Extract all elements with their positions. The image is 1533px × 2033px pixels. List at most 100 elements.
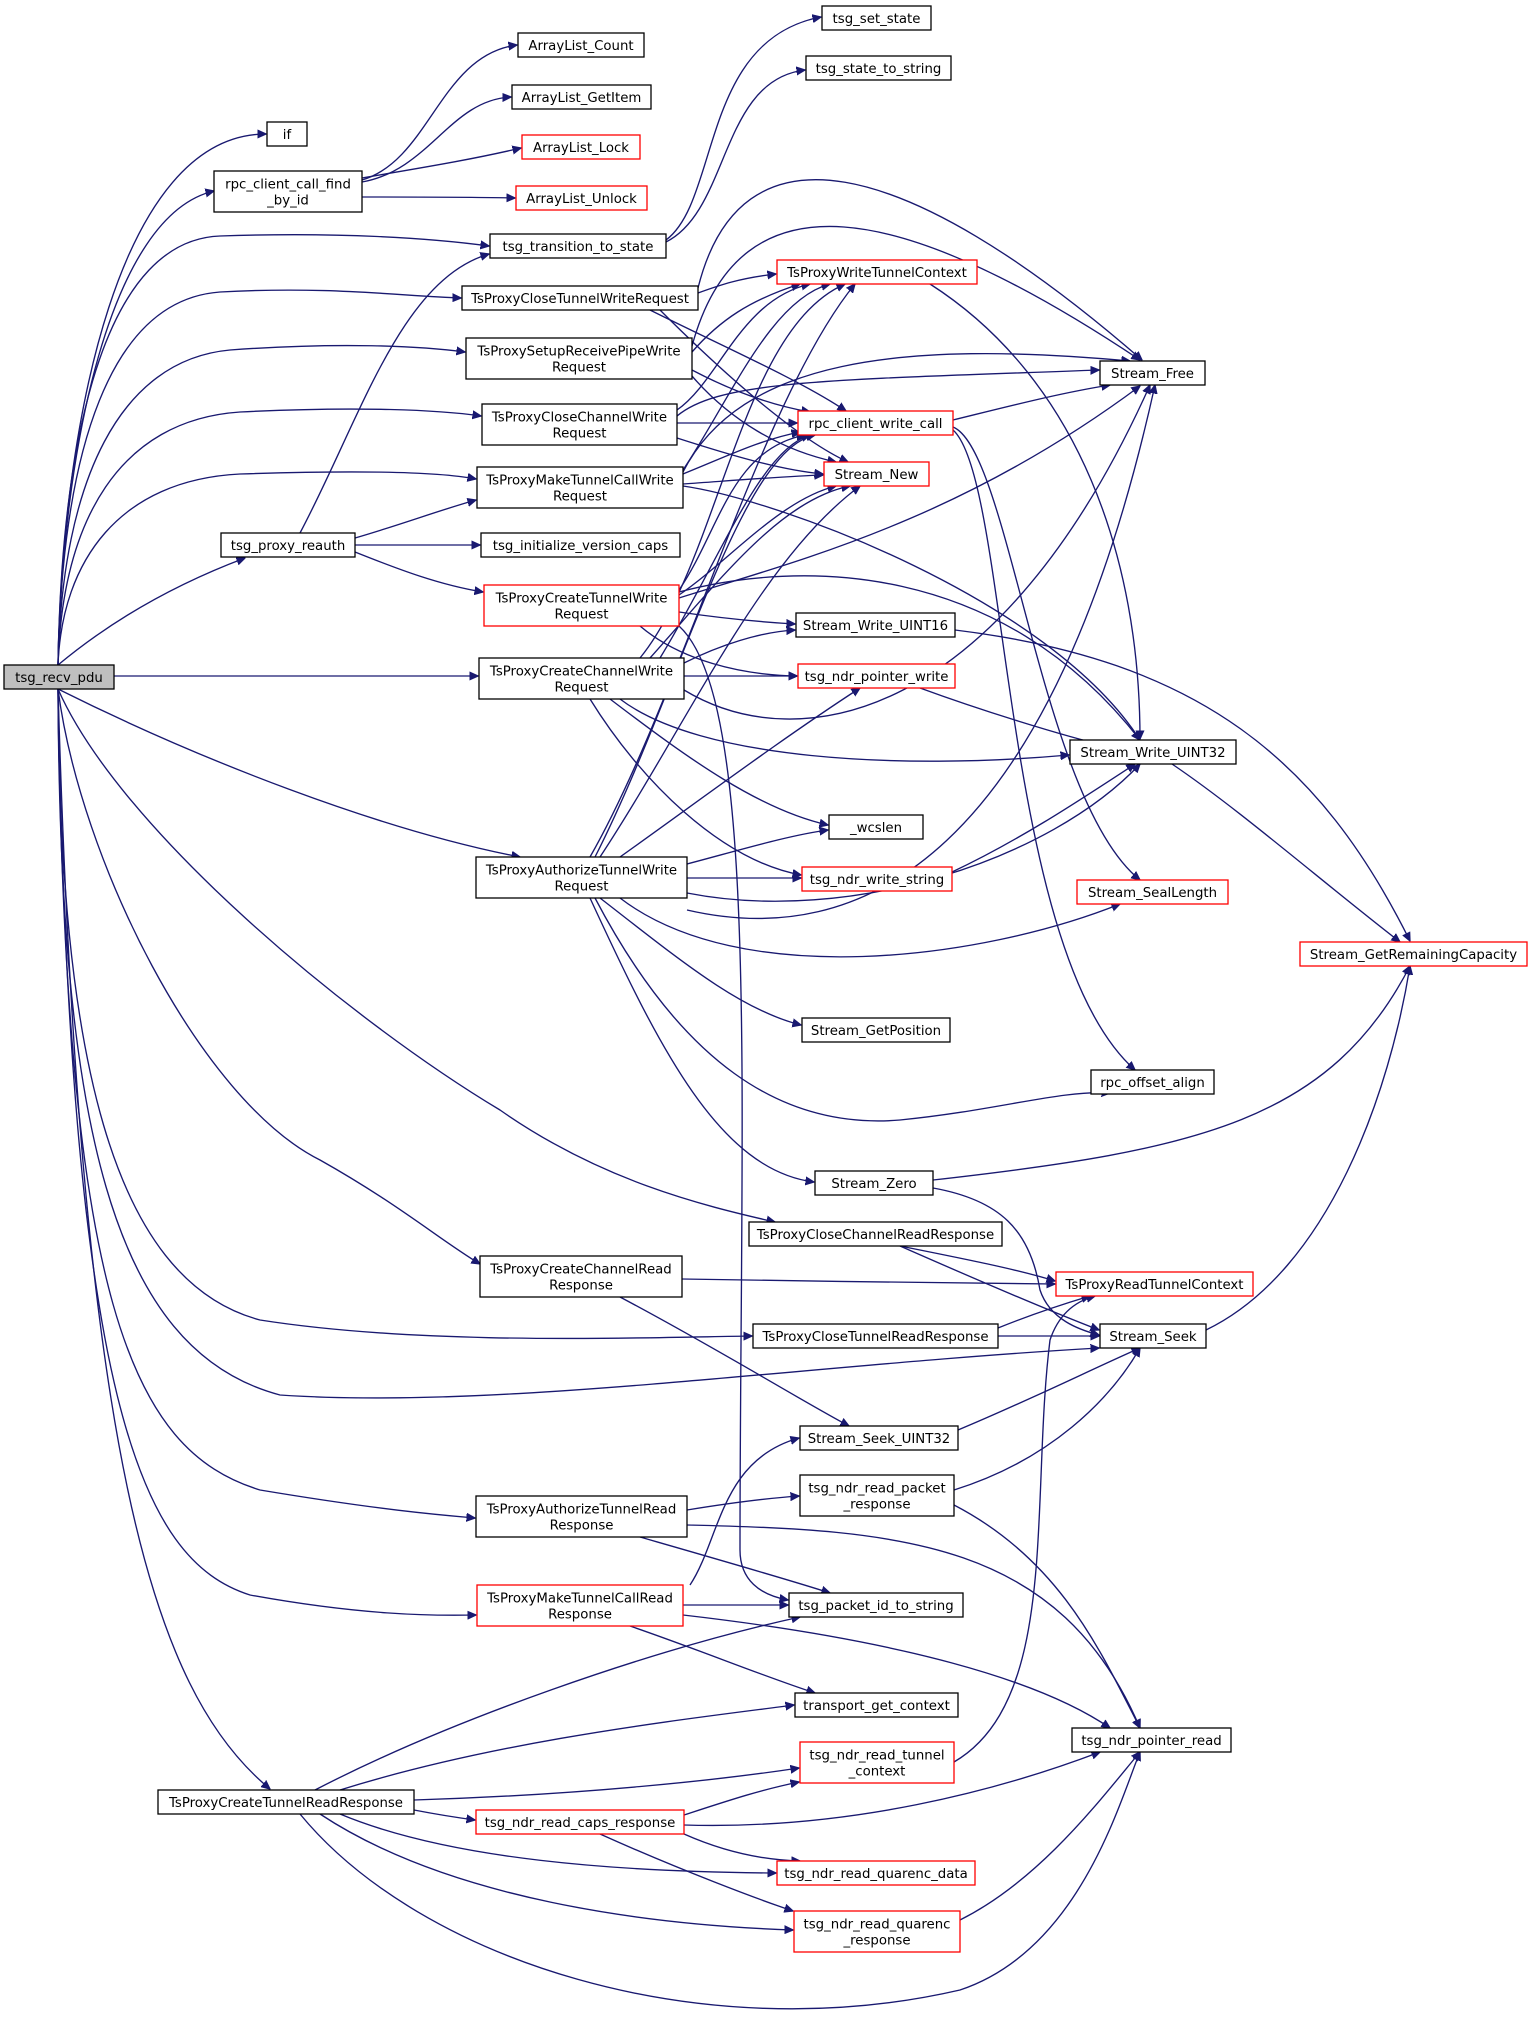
node-tsg_set_state[interactable]: tsg_set_state bbox=[821, 5, 932, 31]
node-rpc_client_call_find_by_id[interactable]: rpc_client_call_find_by_id bbox=[213, 170, 363, 213]
edge-TsProxyCloseTunnelReadResponse-to-TsProxyReadTunnelContext bbox=[997, 1296, 1090, 1329]
node-Stream_Seek_UINT32[interactable]: Stream_Seek_UINT32 bbox=[799, 1425, 959, 1451]
node-rpc_offset_align[interactable]: rpc_offset_align bbox=[1090, 1069, 1215, 1095]
node-label: rpc_offset_align bbox=[1100, 1076, 1205, 1091]
edge-tsg_ndr_read_caps_response-to-tsg_ndr_read_quarenc_response bbox=[599, 1833, 793, 1911]
edge-TsProxyCloseChannelWriteRequest-to-Stream_New bbox=[676, 437, 823, 474]
node-tsg_ndr_read_caps_response[interactable]: tsg_ndr_read_caps_response bbox=[475, 1809, 685, 1835]
edge-Stream_Seek-to-Stream_GetRemainingCapacity bbox=[1205, 966, 1410, 1331]
node-TsProxyReadTunnelContext[interactable]: TsProxyReadTunnelContext bbox=[1055, 1271, 1254, 1297]
edge-TsProxyCreateChannelReadResponse-to-TsProxyReadTunnelContext bbox=[681, 1278, 1055, 1284]
node-label: tsg_ndr_read_quarenc bbox=[804, 1918, 951, 1933]
node-tsg_ndr_read_tunnel_context[interactable]: tsg_ndr_read_tunnel_context bbox=[799, 1741, 955, 1784]
node-ArrayList_Lock[interactable]: ArrayList_Lock bbox=[521, 134, 641, 160]
edge-TsProxyWriteTunnelContext-to-Stream_Write_UINT32 bbox=[929, 283, 1140, 739]
node-label: Stream_Seek bbox=[1109, 1330, 1197, 1345]
node-Stream_Zero[interactable]: Stream_Zero bbox=[814, 1170, 934, 1196]
edge-TsProxyCreateTunnelReadResponse-to-transport_get_context bbox=[339, 1705, 794, 1791]
node-label: Stream_Zero bbox=[831, 1177, 916, 1192]
node-Stream_Free[interactable]: Stream_Free bbox=[1099, 360, 1206, 386]
node-Stream_Write_UINT32[interactable]: Stream_Write_UINT32 bbox=[1069, 739, 1237, 765]
edge-TsProxySetupReceivePipeWriteRequest-to-TsProxyWriteTunnelContext bbox=[691, 284, 800, 353]
edge-tsg_ndr_read_caps_response-to-tsg_ndr_read_tunnel_context bbox=[683, 1782, 799, 1816]
node-tsg_transition_to_state[interactable]: tsg_transition_to_state bbox=[489, 233, 667, 259]
node-TsProxyWriteTunnelContext[interactable]: TsProxyWriteTunnelContext bbox=[776, 259, 978, 285]
node-TsProxyCloseChannelReadResponse[interactable]: TsProxyCloseChannelReadResponse bbox=[748, 1221, 1003, 1247]
edge-TsProxyAuthorizeTunnelReadResponse-to-tsg_ndr_read_packet_response bbox=[686, 1496, 799, 1511]
node-label: Request bbox=[552, 427, 606, 442]
node-label: TsProxyCreateChannelRead bbox=[489, 1263, 671, 1278]
edge-TsProxyAuthorizeTunnelWriteRequest-to-Stream_Zero bbox=[589, 897, 814, 1182]
edge-tsg_ndr_write_string-to-Stream_Write_UINT32 bbox=[951, 764, 1135, 873]
node-tsg_ndr_pointer_write[interactable]: tsg_ndr_pointer_write bbox=[797, 663, 956, 689]
edge-TsProxyCreateTunnelReadResponse-to-tsg_ndr_pointer_read bbox=[299, 1752, 1140, 2010]
edge-tsg_recv_pdu-to-TsProxySetupReceivePipeWriteRequest bbox=[57, 344, 465, 666]
node-transport_get_context[interactable]: transport_get_context bbox=[794, 1692, 959, 1718]
node-tsg_ndr_read_quarenc_data[interactable]: tsg_ndr_read_quarenc_data bbox=[776, 1860, 976, 1886]
node-Stream_New[interactable]: Stream_New bbox=[823, 461, 930, 487]
node-box bbox=[476, 466, 684, 509]
edge-tsg_recv_pdu-to-TsProxyCloseTunnelReadResponse bbox=[57, 688, 752, 1338]
edge-tsg_recv_pdu-to-TsProxyAuthorizeTunnelReadResponse bbox=[57, 688, 475, 1518]
node-tsg_ndr_write_string[interactable]: tsg_ndr_write_string bbox=[801, 866, 953, 892]
edge-TsProxyCreateTunnelWriteRequest-to-rpc_client_write_call bbox=[678, 435, 805, 591]
node-Stream_Write_UINT16[interactable]: Stream_Write_UINT16 bbox=[795, 612, 956, 638]
node-Stream_GetRemainingCapacity[interactable]: Stream_GetRemainingCapacity bbox=[1299, 941, 1528, 967]
node-TsProxyCreateTunnelReadResponse[interactable]: TsProxyCreateTunnelReadResponse bbox=[157, 1789, 415, 1815]
node-label: transport_get_context bbox=[803, 1699, 950, 1714]
edge-TsProxySetupReceivePipeWriteRequest-to-Stream_New bbox=[691, 375, 836, 462]
node-tsg_recv_pdu[interactable]: tsg_recv_pdu bbox=[3, 664, 115, 690]
edge-tsg_recv_pdu-to-TsProxyCloseChannelReadResponse bbox=[57, 688, 775, 1222]
edge-TsProxySetupReceivePipeWriteRequest-to-rpc_client_write_call bbox=[691, 369, 810, 412]
node-tsg_initialize_version_caps[interactable]: tsg_initialize_version_caps bbox=[480, 532, 681, 558]
node-box bbox=[480, 532, 681, 558]
node-label: Stream_New bbox=[835, 468, 919, 483]
node-tsg_proxy_reauth[interactable]: tsg_proxy_reauth bbox=[220, 532, 356, 558]
node-Stream_SealLength[interactable]: Stream_SealLength bbox=[1076, 879, 1229, 905]
edge-tsg_proxy_reauth-to-TsProxyMakeTunnelCallWriteRequest bbox=[354, 500, 476, 539]
edge-tsg_ndr_read_caps_response-to-tsg_ndr_read_quarenc_data bbox=[683, 1833, 800, 1861]
node-ArrayList_Count[interactable]: ArrayList_Count bbox=[517, 32, 645, 58]
edge-TsProxyCreateTunnelWriteRequest-to-Stream_Write_UINT32 bbox=[678, 575, 1140, 740]
edge-TsProxyCreateChannelWriteRequest-to-Stream_Write_UINT16 bbox=[683, 630, 795, 664]
node-label: Stream_Write_UINT16 bbox=[803, 619, 948, 634]
node-label: tsg_packet_id_to_string bbox=[798, 1599, 953, 1614]
edge-TsProxyMakeTunnelCallReadResponse-to-transport_get_context bbox=[629, 1625, 815, 1693]
node-Stream_Seek[interactable]: Stream_Seek bbox=[1099, 1323, 1207, 1349]
node-box bbox=[220, 532, 356, 558]
edge-tsg_ndr_read_tunnel_context-to-TsProxyReadTunnelContext bbox=[953, 1296, 1095, 1763]
node-ArrayList_GetItem[interactable]: ArrayList_GetItem bbox=[511, 84, 652, 110]
node-box bbox=[823, 461, 930, 487]
node-ArrayList_Unlock[interactable]: ArrayList_Unlock bbox=[515, 185, 648, 211]
node-tsg_ndr_read_quarenc_response[interactable]: tsg_ndr_read_quarenc_response bbox=[793, 1910, 961, 1953]
node-TsProxyCloseTunnelWriteRequest[interactable]: TsProxyCloseTunnelWriteRequest bbox=[461, 285, 699, 311]
node-label: _wcslen bbox=[849, 821, 902, 836]
node-box bbox=[475, 1809, 685, 1835]
node-label: Request bbox=[554, 880, 608, 895]
node-Stream_GetPosition[interactable]: Stream_GetPosition bbox=[801, 1017, 951, 1043]
edge-TsProxyCreateChannelWriteRequest-to-rpc_client_write_call bbox=[659, 435, 810, 659]
node-tsg_ndr_pointer_read[interactable]: tsg_ndr_pointer_read bbox=[1071, 1727, 1232, 1753]
node-tsg_packet_id_to_string[interactable]: tsg_packet_id_to_string bbox=[788, 1592, 964, 1618]
node-rpc_client_write_call[interactable]: rpc_client_write_call bbox=[797, 410, 954, 436]
node-if[interactable]: if bbox=[266, 121, 308, 147]
node-tsg_state_to_string[interactable]: tsg_state_to_string bbox=[805, 55, 952, 81]
edge-TsProxyCreateTunnelReadResponse-to-tsg_ndr_read_caps_response bbox=[413, 1809, 475, 1820]
node-TsProxyCloseTunnelReadResponse[interactable]: TsProxyCloseTunnelReadResponse bbox=[752, 1323, 999, 1349]
edge-TsProxyAuthorizeTunnelWriteRequest-to-_wcslen bbox=[686, 830, 828, 865]
node-_wcslen[interactable]: _wcslen bbox=[828, 814, 924, 840]
node-label: Response bbox=[548, 1608, 612, 1623]
node-tsg_ndr_read_packet_response[interactable]: tsg_ndr_read_packet_response bbox=[799, 1474, 955, 1517]
node-box bbox=[1099, 360, 1206, 386]
